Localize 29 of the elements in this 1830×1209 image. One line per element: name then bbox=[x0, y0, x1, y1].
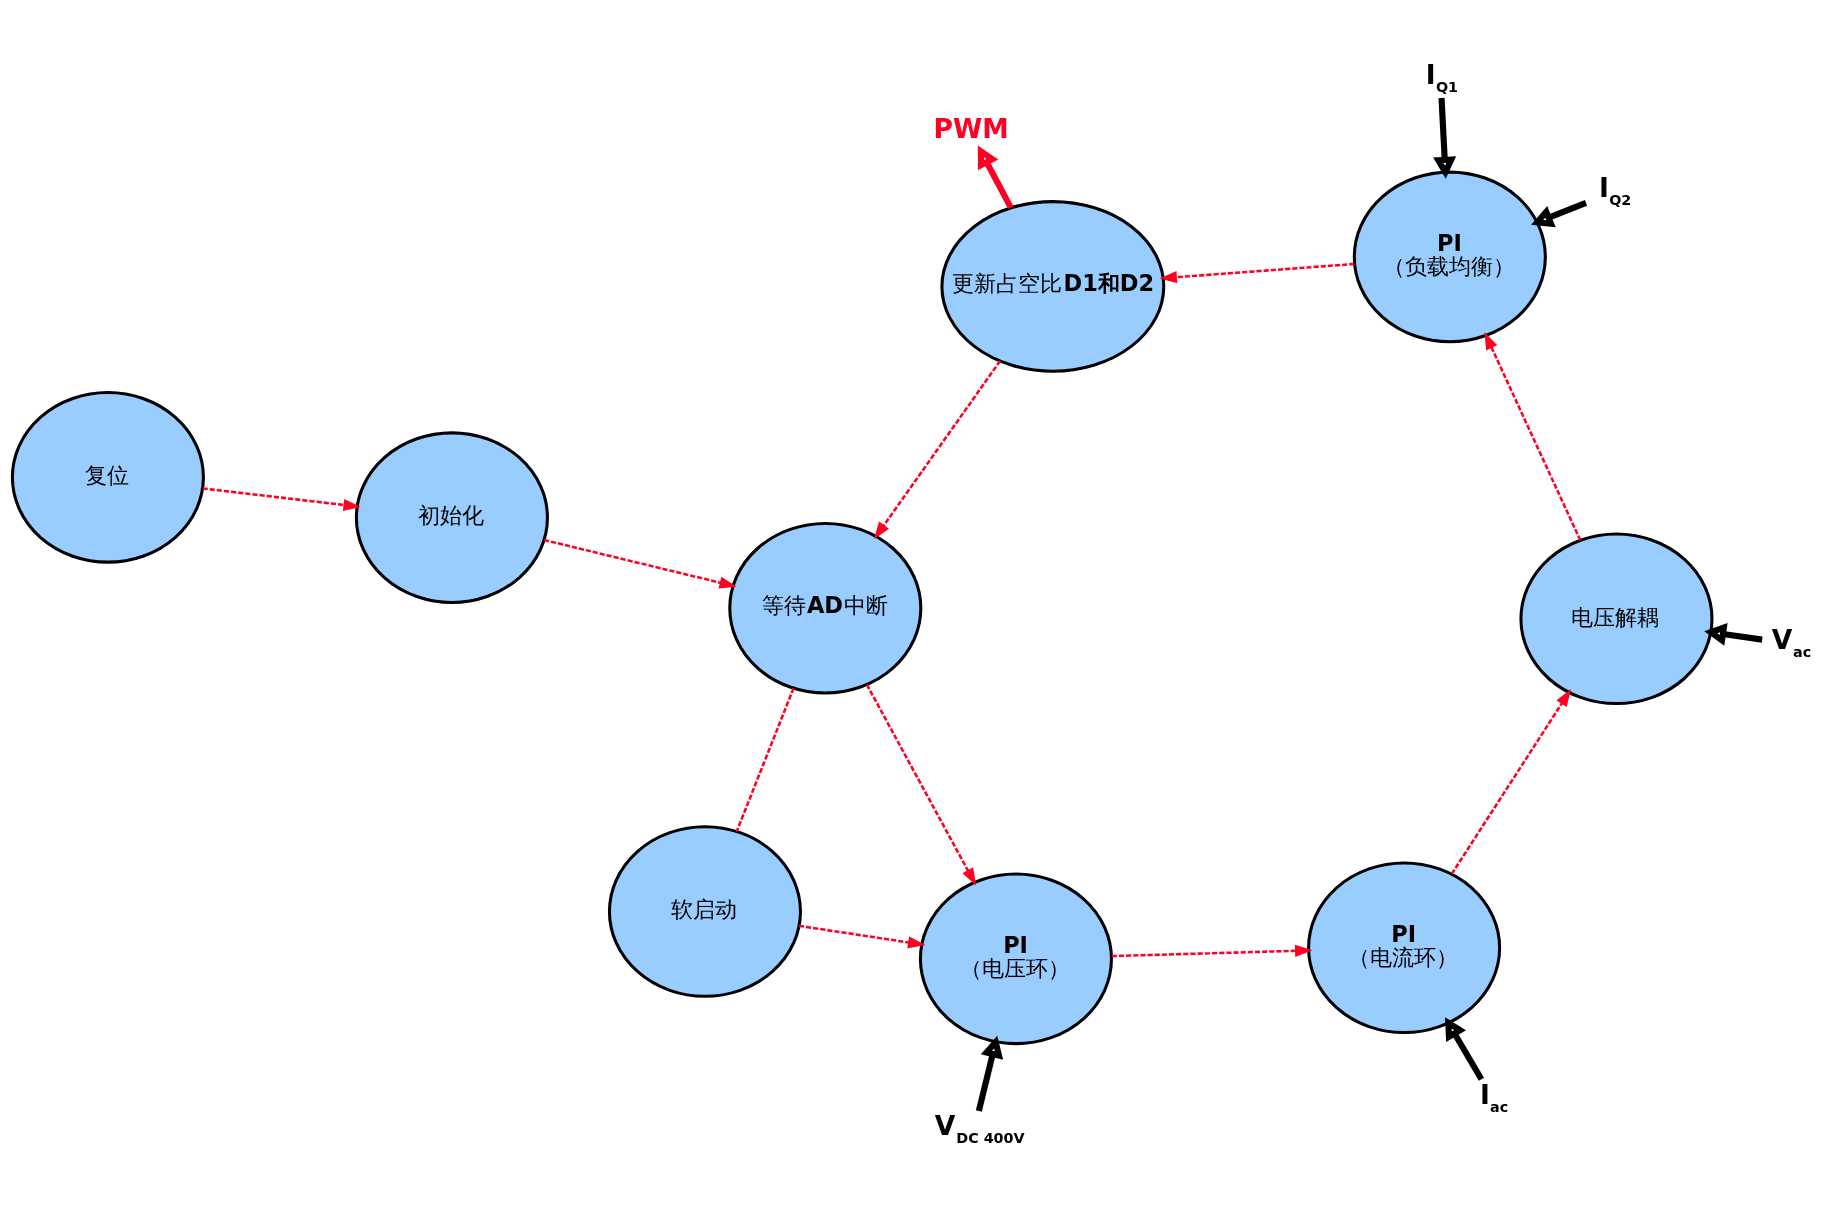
arrow bbox=[1450, 689, 1572, 875]
arrow bbox=[975, 1035, 1004, 1112]
node-ellipse: 更新占空比D1和D2 bbox=[940, 200, 1166, 373]
node-text: I$_{ac}$ bbox=[1479, 1078, 1509, 1115]
node-ellipse: PI （电压环） bbox=[918, 872, 1113, 1046]
arrow bbox=[1484, 332, 1582, 541]
connector bbox=[735, 687, 795, 832]
arrow bbox=[977, 145, 1014, 210]
node-ellipse: PI （电流环） bbox=[1307, 861, 1502, 1035]
arrow bbox=[543, 538, 737, 589]
arrow bbox=[1444, 1017, 1485, 1081]
arrow bbox=[865, 684, 977, 886]
node-text: I$_{Q2}$ bbox=[1599, 172, 1632, 209]
arrow bbox=[1433, 97, 1457, 179]
node-ellipse: 初始化 bbox=[354, 431, 549, 604]
arrow bbox=[874, 360, 1002, 540]
node-ellipse: 复位 bbox=[10, 391, 205, 564]
node-ellipse: 软启动 bbox=[607, 825, 802, 998]
node-text: V$_{ac}$ bbox=[1771, 624, 1812, 661]
node-ellipse: PI （负载均衡） bbox=[1352, 170, 1547, 344]
arrow bbox=[1159, 262, 1355, 284]
arrow bbox=[798, 924, 926, 949]
node-text: PWM bbox=[933, 112, 1009, 144]
arrow bbox=[1704, 623, 1763, 646]
node-text: V$_{DC 400V}$ bbox=[934, 1110, 1025, 1147]
arrow bbox=[202, 487, 361, 511]
node-text: I$_{Q1}$ bbox=[1425, 59, 1459, 96]
arrow bbox=[1531, 200, 1588, 228]
arrow bbox=[1111, 944, 1313, 958]
